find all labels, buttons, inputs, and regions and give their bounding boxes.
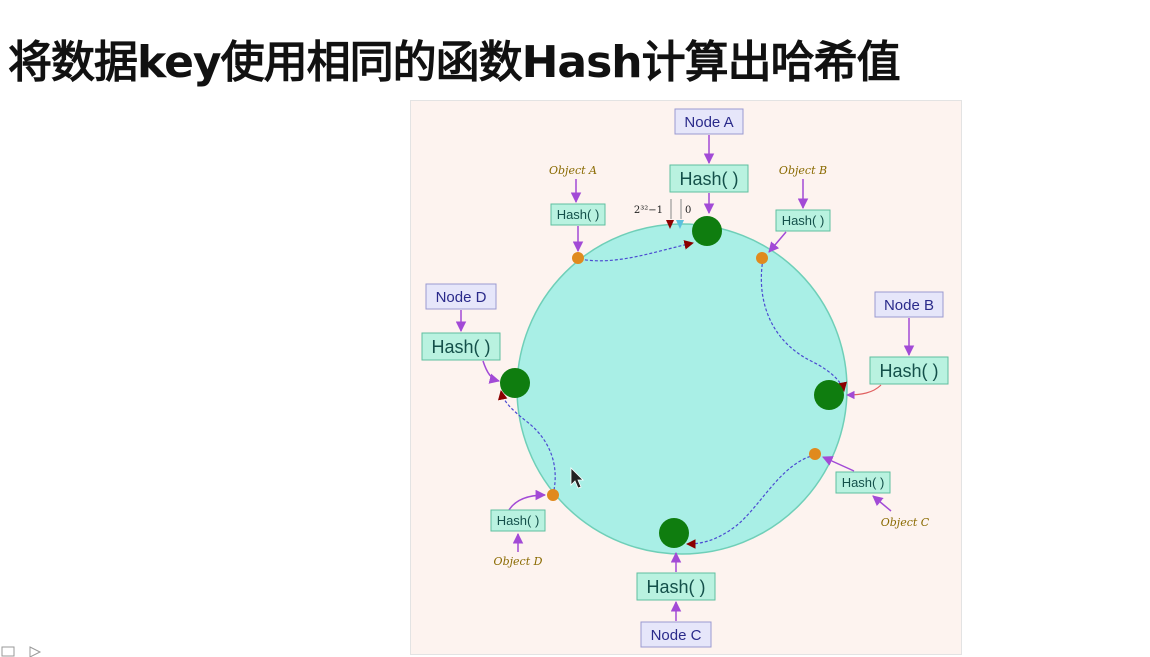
object-c-hash-label: Hash( ) <box>842 475 885 490</box>
node-d-hash-label: Hash( ) <box>431 337 490 357</box>
object-c-hash-box <box>835 471 891 494</box>
object-a-hash-label: Hash( ) <box>557 207 600 222</box>
object-b-hash-label: Hash( ) <box>782 213 825 228</box>
node-a-dot <box>692 216 722 246</box>
node-b-box <box>874 291 944 318</box>
path-object-c-to-node-c <box>686 454 816 549</box>
object-d-arrow-2 <box>508 489 547 511</box>
object-d-label: Object D <box>494 555 543 568</box>
object-a-label: Object A <box>549 164 597 177</box>
slide-nav-icons[interactable] <box>0 643 60 657</box>
node-b-label: Node B <box>884 297 934 314</box>
node-a-box <box>674 108 744 135</box>
ring-start-arrow <box>666 220 674 229</box>
object-b-hash-box <box>775 209 831 232</box>
object-a-dot <box>572 252 584 264</box>
slide-view-icon[interactable] <box>1 646 15 657</box>
consistent-hash-diagram: 2³²−1 0 Node A Hash( ) Node B Hash( ) No… <box>410 100 962 655</box>
mouse-cursor-icon <box>570 467 584 489</box>
object-d-hash-label: Hash( ) <box>497 513 540 528</box>
node-c-label: Node C <box>651 627 702 644</box>
node-c-hash-box <box>636 572 716 601</box>
node-b-arrow-2 <box>846 384 882 400</box>
slide-title: 将数据key使用相同的函数Hash计算出哈希值 <box>8 37 901 88</box>
node-d-arrow-2 <box>482 360 501 384</box>
hash-ring-svg: 2³²−1 0 Node A Hash( ) Node B Hash( ) No… <box>421 108 949 648</box>
object-c-arrow-1 <box>872 495 892 512</box>
object-b-arrow-2 <box>768 231 787 253</box>
object-c-label: Object C <box>881 516 930 529</box>
node-d-box <box>425 283 497 310</box>
object-b-dot <box>756 252 768 264</box>
node-d-label: Node D <box>436 289 487 306</box>
ring-start-label: 2³²−1 <box>634 205 663 216</box>
object-c-arrow-2 <box>822 456 855 472</box>
object-a-hash-box <box>550 203 606 226</box>
object-d-dot <box>547 489 559 501</box>
object-b-label: Object B <box>779 164 827 177</box>
node-b-hash-box <box>869 356 949 385</box>
path-object-a-to-node-a <box>579 240 694 262</box>
node-c-hash-label: Hash( ) <box>646 577 705 597</box>
next-slide-icon[interactable] <box>29 646 42 657</box>
node-b-dot <box>814 380 844 410</box>
node-a-hash-box <box>669 164 749 193</box>
hash-ring <box>516 223 848 555</box>
object-c-dot <box>809 448 821 460</box>
node-d-dot <box>500 368 530 398</box>
node-a-hash-label: Hash( ) <box>679 169 738 189</box>
node-b-hash-label: Hash( ) <box>879 361 938 381</box>
ring-zero-arrow <box>676 220 684 229</box>
node-c-dot <box>659 518 689 548</box>
path-object-b-to-node-b <box>760 258 848 392</box>
node-a-label: Node A <box>684 114 733 131</box>
object-d-hash-box <box>490 509 546 532</box>
ring-zero-label: 0 <box>685 205 691 216</box>
node-c-box <box>640 621 712 648</box>
path-object-d-to-node-d <box>497 390 556 496</box>
node-d-hash-box <box>421 332 501 361</box>
